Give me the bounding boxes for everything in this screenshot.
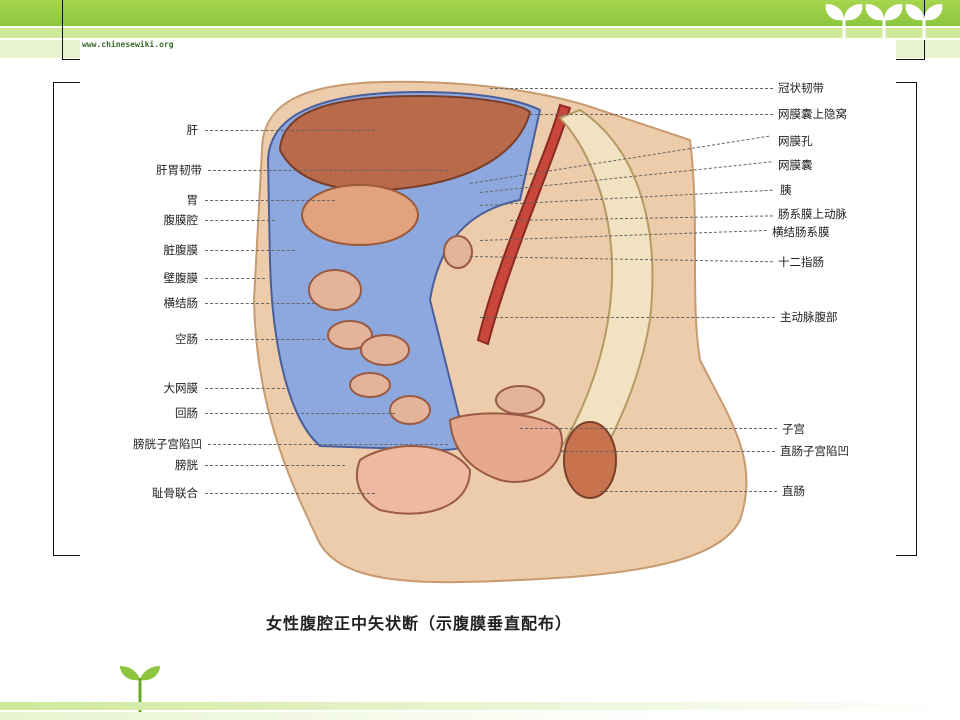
intestines (308, 235, 545, 425)
footer-band-light (0, 712, 960, 720)
label-bladder: 膀胱 (175, 458, 198, 472)
stomach (301, 184, 419, 246)
figure-caption: 女性腹腔正中矢状断（示腹膜垂直配布） (266, 614, 573, 633)
watermark: www.chinesewiki.org (82, 40, 174, 49)
leader-ileum (205, 413, 395, 414)
label-pancreas: 胰 (780, 183, 792, 197)
label-omental-bursa: 网膜囊 (778, 158, 813, 172)
leader-superior-recess (530, 114, 773, 115)
leader-liver (205, 130, 375, 131)
label-stomach: 胃 (186, 193, 199, 207)
leader-stomach (205, 200, 335, 201)
sprout-icon (825, 4, 943, 40)
aorta (476, 103, 572, 346)
label-pubic-symphysis: 耻骨联合 (152, 486, 198, 500)
label-peritoneal-cavity: 腹膜腔 (163, 213, 199, 227)
leader-rectouterine-pouch (560, 451, 775, 452)
label-superior-recess-omental-bursa: 网膜囊上隐窝 (778, 107, 847, 121)
leader-jejunum (205, 339, 325, 340)
label-visceral-peritoneum: 脏腹膜 (163, 243, 199, 257)
label-duodenum: 十二指肠 (778, 255, 824, 269)
label-transverse-mesocolon: 横结肠系膜 (772, 225, 830, 239)
label-transverse-colon: 横结肠 (163, 296, 199, 310)
content-frame-top-left (53, 82, 81, 83)
leader-coronary-ligament (490, 88, 773, 89)
header-frame-left (62, 0, 63, 60)
content-frame-top-right (896, 82, 917, 83)
label-liver: 肝 (186, 123, 199, 137)
label-uterus: 子宫 (782, 422, 805, 436)
leader-vesicouterine-pouch (208, 444, 448, 445)
leader-greater-omentum (205, 388, 285, 389)
leader-pubic-symphysis (205, 493, 375, 494)
leader-visceral-peritoneum (205, 250, 295, 251)
label-superior-mesenteric-artery: 肠系膜上动脉 (778, 207, 847, 221)
label-omental-foramen: 网膜孔 (778, 134, 813, 148)
label-parietal-peritoneum: 壁腹膜 (163, 271, 199, 285)
label-rectouterine-pouch: 直肠子宫陷凹 (780, 444, 849, 458)
label-abdominal-aorta: 主动脉腹部 (780, 310, 838, 324)
leader-hepatogastric-ligament (208, 170, 448, 171)
content-frame-right (916, 82, 917, 556)
label-vesicouterine-pouch: 膀胱子宫陷凹 (133, 437, 202, 451)
label-coronary-ligament: 冠状韧带 (778, 81, 824, 95)
leader-abdominal-aorta (480, 317, 775, 318)
header-band-green (0, 0, 960, 26)
label-rectum: 直肠 (782, 484, 805, 498)
uterus (448, 412, 563, 483)
leader-peritoneal-cavity (205, 220, 275, 221)
header-band-pale (0, 28, 960, 38)
leader-rectum (600, 491, 777, 492)
label-greater-omentum: 大网膜 (163, 381, 199, 395)
footer-band-pale (0, 702, 960, 710)
leader-parietal-peritoneum (205, 278, 265, 279)
leader-transverse-colon (205, 303, 315, 304)
label-hepatogastric-ligament: 肝胃韧带 (156, 163, 202, 177)
label-ileum: 回肠 (175, 406, 198, 420)
bladder (355, 445, 472, 515)
rectum (563, 421, 617, 499)
content-frame-left (53, 82, 54, 556)
leader-bladder (205, 465, 345, 466)
leader-uterus (520, 428, 777, 429)
label-jejunum: 空肠 (175, 332, 198, 346)
